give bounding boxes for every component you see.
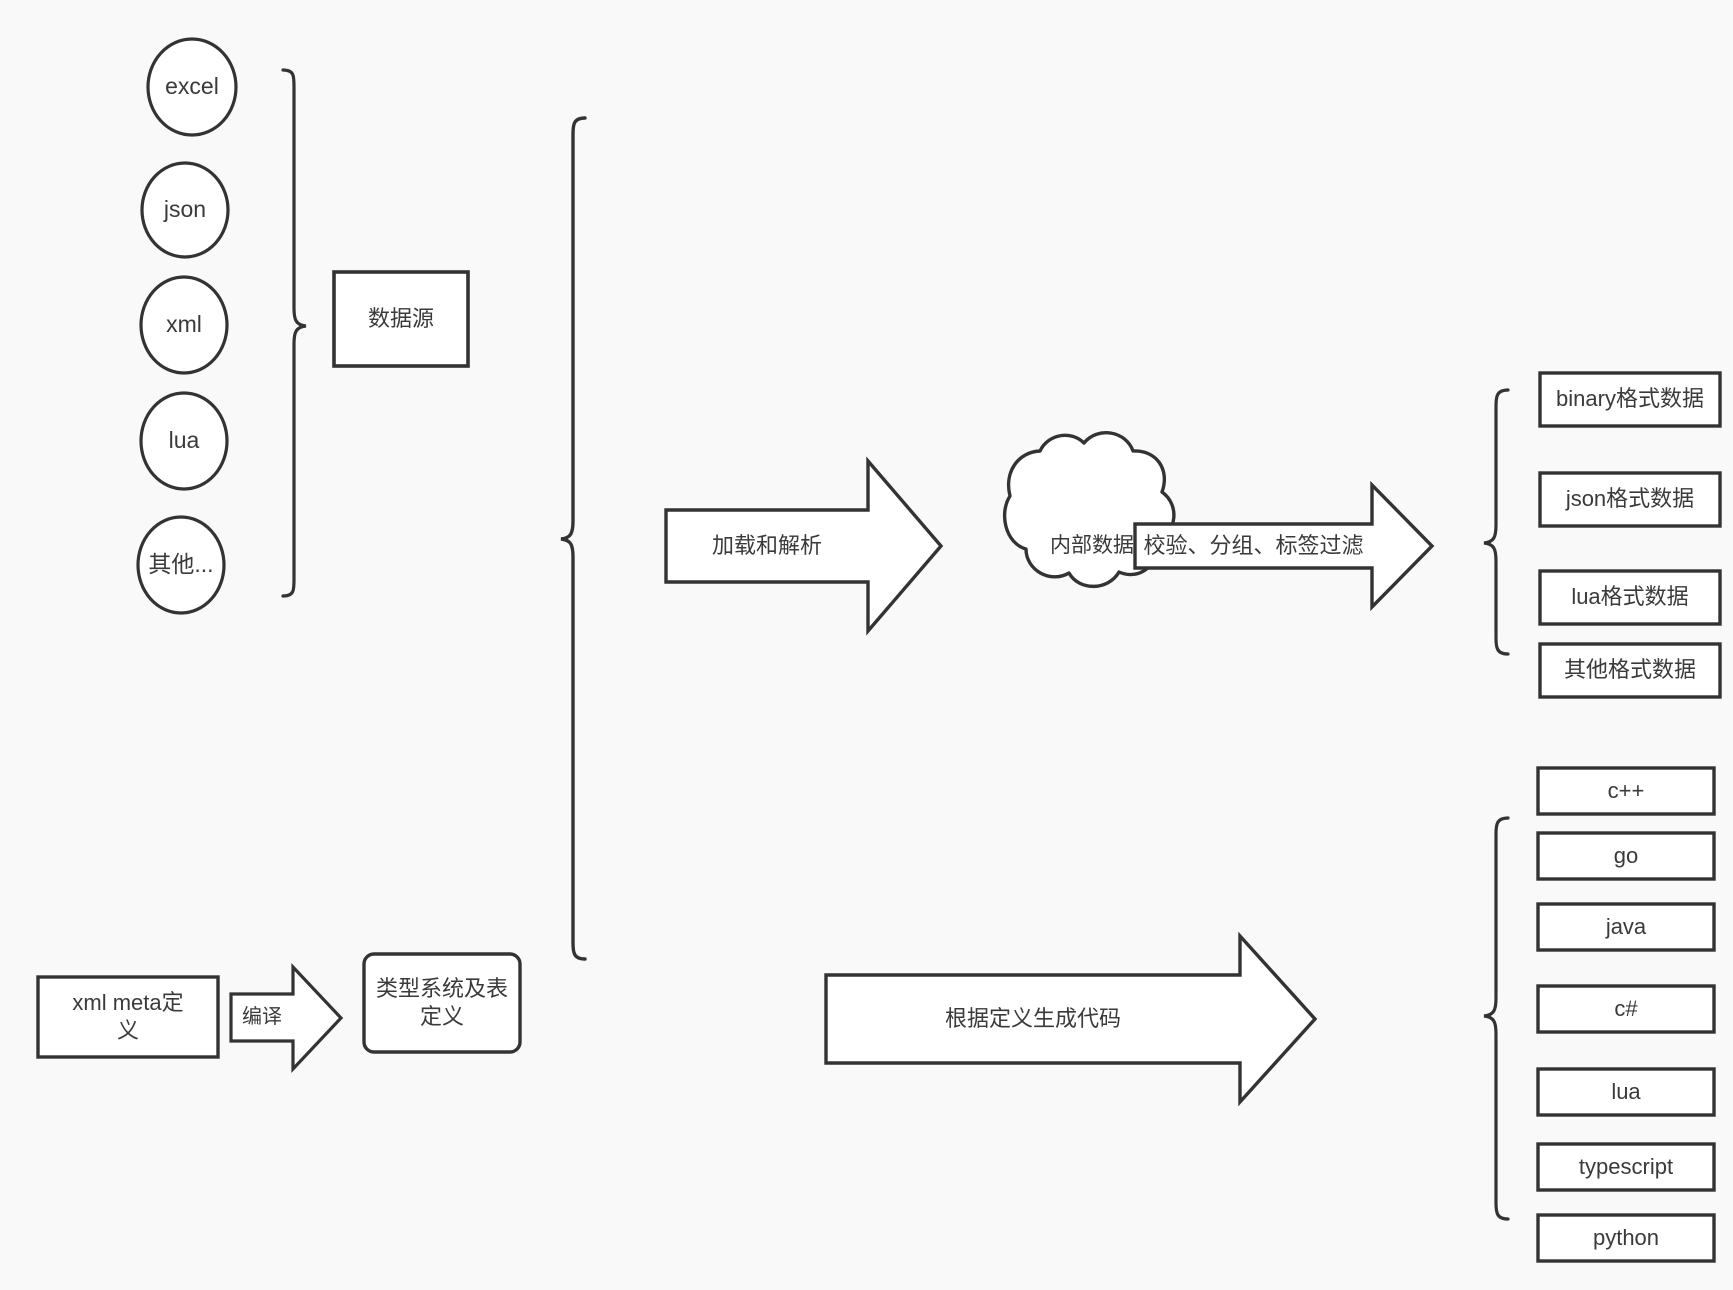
source-node-xml[interactable] [139,275,229,375]
validate-filter-arrow[interactable] [1133,480,1435,612]
formats-brace [1483,388,1510,656]
languages-brace [1483,816,1510,1221]
xml-meta-box[interactable] [36,975,220,1059]
language-box-csharp[interactable] [1536,984,1716,1034]
language-box-lua[interactable] [1536,1067,1716,1117]
internal-data-cloud[interactable] [1002,431,1176,588]
format-box-json[interactable] [1538,471,1722,528]
type-system-box[interactable] [362,952,522,1054]
format-box-other[interactable] [1538,642,1722,699]
compile-arrow[interactable] [229,962,344,1074]
language-box-go[interactable] [1536,831,1716,881]
source-node-json[interactable] [140,161,230,259]
language-box-python[interactable] [1536,1213,1716,1263]
format-box-lua[interactable] [1538,569,1722,626]
source-node-other[interactable] [136,515,226,615]
sources-brace [281,68,307,598]
main-brace [560,116,587,961]
language-box-java[interactable] [1536,902,1716,952]
data-source-box[interactable] [332,270,470,368]
language-box-typescript[interactable] [1536,1142,1716,1192]
format-box-binary[interactable] [1538,371,1722,428]
source-node-lua[interactable] [139,391,229,491]
language-box-cpp[interactable] [1536,766,1716,816]
source-node-excel[interactable] [146,37,238,137]
load-parse-arrow[interactable] [664,456,944,636]
codegen-arrow[interactable] [824,931,1318,1107]
